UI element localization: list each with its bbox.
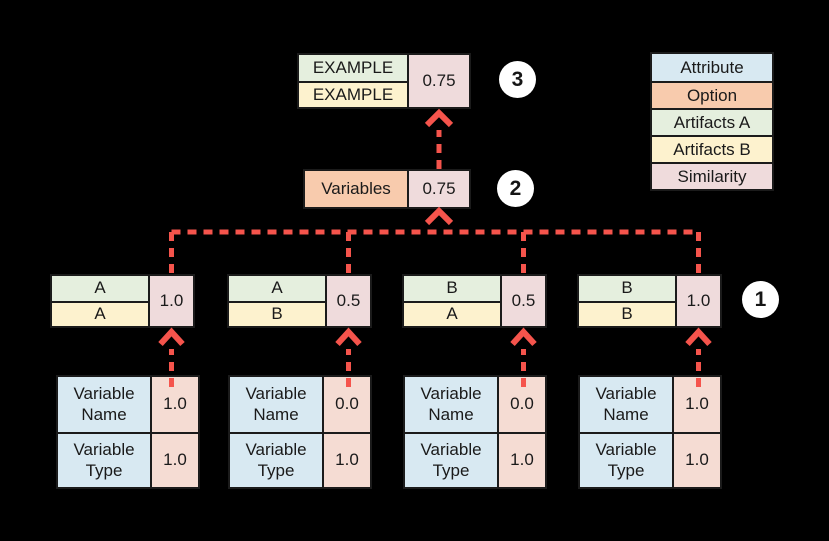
similarity-cell: 1.0 — [148, 276, 193, 326]
artifact-a-cell: A — [229, 276, 325, 301]
similarity-cell: 1.0 — [150, 377, 198, 432]
similarity-cell: 0.5 — [325, 276, 370, 326]
attribute-cell: Variable Type — [405, 432, 497, 487]
step-badge-2: 2 — [497, 170, 534, 207]
pair-box-ab: A B 0.5 — [227, 274, 372, 328]
attribute-table: Variable Name 0.0 Variable Type 1.0 — [403, 375, 547, 489]
step-badge-1: 1 — [742, 281, 779, 318]
arrow-up-icon — [510, 327, 537, 347]
artifact-b-cell: B — [579, 301, 675, 326]
similarity-cell: 0.0 — [322, 377, 370, 432]
attribute-table: Variable Name 1.0 Variable Type 1.0 — [578, 375, 722, 489]
artifact-b-cell: B — [229, 301, 325, 326]
attribute-cell: Variable Type — [58, 432, 150, 487]
similarity-cell: 1.0 — [322, 432, 370, 487]
arrow-up-icon — [158, 327, 185, 347]
artifact-a-cell: B — [404, 276, 500, 301]
similarity-cell: 1.0 — [497, 432, 545, 487]
similarity-cell: 1.0 — [675, 276, 720, 326]
legend-item-artifacts-a: Artifacts A — [652, 108, 772, 135]
arrow-up-icon — [424, 108, 454, 128]
legend: Attribute Option Artifacts A Artifacts B… — [650, 52, 774, 191]
legend-item-attribute: Attribute — [652, 54, 772, 81]
pair-box-aa: A A 1.0 — [50, 274, 195, 328]
arrow-up-icon — [335, 327, 362, 347]
artifact-b-cell: A — [404, 301, 500, 326]
similarity-cell: 0.5 — [500, 276, 545, 326]
artifact-a-cell: A — [52, 276, 148, 301]
similarity-cell: 0.75 — [407, 55, 469, 107]
similarity-cell: 1.0 — [672, 432, 720, 487]
attribute-cell: Variables — [305, 171, 407, 207]
pair-box-ba: B A 0.5 — [402, 274, 547, 328]
step-badge-3: 3 — [499, 61, 536, 98]
attribute-cell: Variable Type — [580, 432, 672, 487]
attribute-cell: Variable Name — [230, 377, 322, 432]
arrow-up-icon — [685, 327, 712, 347]
similarity-cell: 1.0 — [672, 377, 720, 432]
artifact-a-cell: EXAMPLE — [299, 55, 407, 81]
attribute-cell: Variable Type — [230, 432, 322, 487]
attribute-cell: Variable Name — [58, 377, 150, 432]
variables-box: Variables 0.75 — [303, 169, 471, 209]
attribute-table: Variable Name 0.0 Variable Type 1.0 — [228, 375, 372, 489]
example-pair-box: EXAMPLE EXAMPLE 0.75 — [297, 53, 471, 109]
attribute-cell: Variable Name — [580, 377, 672, 432]
pair-box-bb: B B 1.0 — [577, 274, 722, 328]
legend-item-similarity: Similarity — [652, 162, 772, 189]
artifact-b-cell: A — [52, 301, 148, 326]
artifact-b-cell: EXAMPLE — [299, 81, 407, 107]
similarity-cell: 1.0 — [150, 432, 198, 487]
arrow-up-icon — [424, 206, 454, 226]
similarity-cell: 0.0 — [497, 377, 545, 432]
similarity-cell: 0.75 — [407, 171, 469, 207]
attribute-cell: Variable Name — [405, 377, 497, 432]
attribute-table: Variable Name 1.0 Variable Type 1.0 — [56, 375, 200, 489]
legend-item-option: Option — [652, 81, 772, 108]
legend-item-artifacts-b: Artifacts B — [652, 135, 772, 162]
artifact-a-cell: B — [579, 276, 675, 301]
